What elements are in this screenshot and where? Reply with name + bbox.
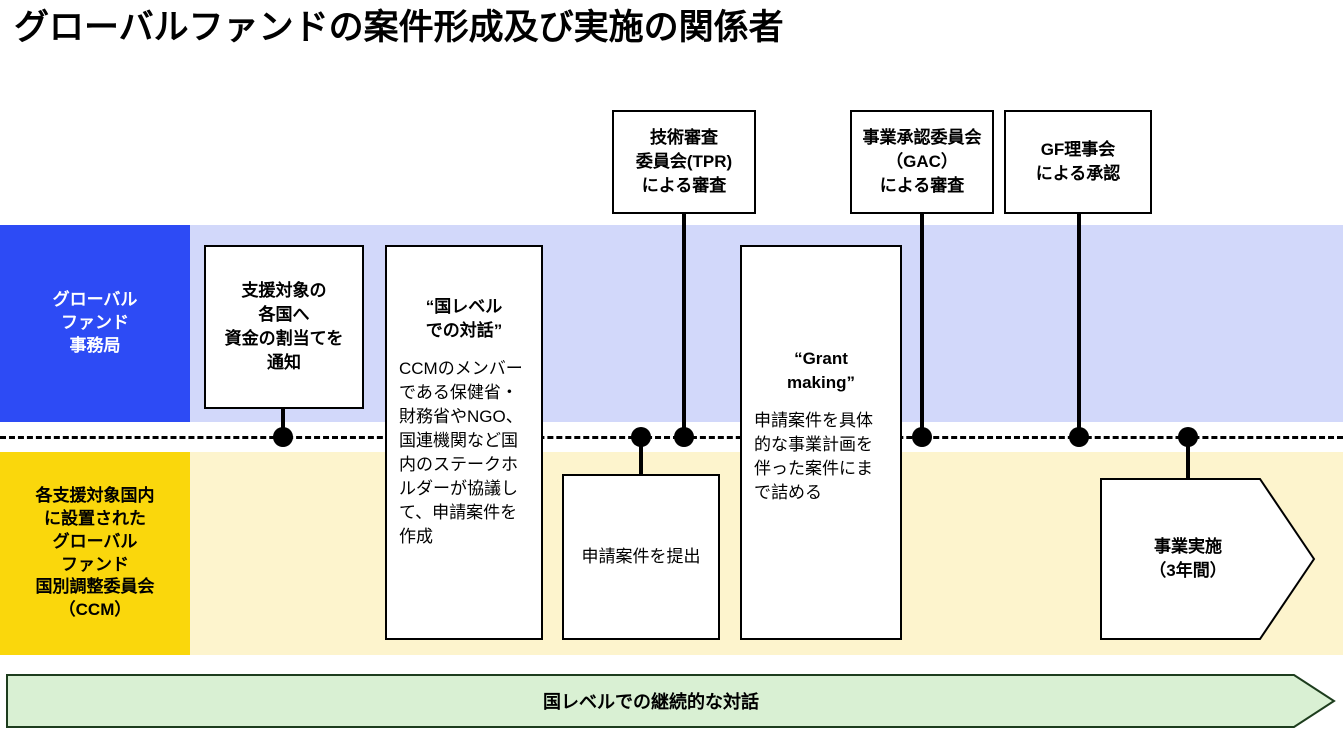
box-allocation-notification[interactable]: 支援対象の 各国へ 資金の割当てを 通知 [204, 245, 364, 409]
country-dialogue-title-line-1: “国レベル [425, 297, 503, 316]
upper-swimlane-band [0, 225, 1343, 422]
lane-ccm-line-1: 各支援対象国内 [35, 485, 155, 505]
allocation-line-3: 資金の割当てを [224, 329, 344, 348]
connector-allocation-to-divider [281, 409, 285, 437]
lane-gf-line-3: 事務局 [69, 335, 121, 355]
connector-tpr-to-divider [682, 214, 686, 437]
connector-submit-to-divider [639, 437, 643, 474]
junction-node-gfboard [1069, 427, 1089, 447]
gfb-line-1: GF理事会 [1040, 140, 1116, 160]
box-grant-making[interactable]: “Grant making” 申請案件を具体的な事業計画を伴った案件にまで詰める [740, 245, 902, 640]
lane-ccm-line-4: ファンド [61, 554, 129, 574]
connector-gfboard-to-divider [1077, 214, 1081, 437]
country-dialogue-body: CCMのメンバーである保健省・財務省やNGO、国連機関など国内のステークホルダー… [399, 358, 523, 547]
junction-node-allocation [273, 427, 293, 447]
grant-making-title-line-2: making” [786, 372, 856, 392]
junction-node-tpr [674, 427, 694, 447]
connector-implementation-to-divider [1186, 437, 1190, 478]
gac-line-3: による審査 [879, 175, 965, 195]
box-submit-application[interactable]: 申請案件を提出 [562, 474, 720, 640]
lane-divider-dashed [0, 436, 1343, 439]
box-grant-approval-committee[interactable]: 事業承認委員会 （GAC） による審査 [850, 110, 994, 214]
gac-line-1: 事業承認委員会 [862, 128, 982, 148]
grant-making-title-line-1: “Grant [794, 349, 848, 368]
gfb-line-2: による承認 [1035, 164, 1121, 183]
tpr-line-1: 技術審査 [649, 128, 718, 148]
banner-continuous-dialogue[interactable]: 国レベルでの継続的な対話 [6, 674, 1336, 728]
grant-making-body: 申請案件を具体的な事業計画を伴った案件にまで詰める [754, 410, 873, 502]
lane-ccm-line-3: グローバル [52, 531, 138, 551]
allocation-line-4: 通知 [266, 352, 301, 372]
submit-application-label: 申請案件を提出 [581, 547, 701, 567]
shape-implementation-chevron[interactable]: 事業実施 （3年間） [1100, 478, 1316, 640]
implementation-line-2: （3年間） [1149, 561, 1227, 580]
box-gf-board-approval[interactable]: GF理事会 による承認 [1004, 110, 1152, 214]
lane-ccm-line-5: 国別調整委員会 [35, 577, 155, 597]
chevron-outline-icon [1100, 478, 1316, 640]
allocation-line-1: 支援対象の [241, 281, 327, 301]
lane-gf-line-2: ファンド [61, 313, 129, 333]
lane-label-global-fund-secretariat: グローバル ファンド 事務局 [0, 225, 190, 422]
page-title: グローバルファンドの案件形成及び実施の関係者 [14, 8, 784, 47]
gac-line-2: （GAC） [886, 152, 958, 172]
banner-label: 国レベルでの継続的な対話 [543, 692, 759, 712]
lane-ccm-line-6: （CCM） [58, 600, 132, 620]
implementation-line-1: 事業実施 [1154, 537, 1222, 557]
lane-gf-line-1: グローバル [52, 290, 138, 310]
country-dialogue-title-line-2: での対話” [425, 320, 503, 340]
allocation-line-2: 各国へ [258, 305, 310, 325]
connector-gac-to-divider [920, 214, 924, 437]
tpr-line-3: による審査 [641, 175, 727, 195]
junction-node-implementation [1178, 427, 1198, 447]
junction-node-submit [631, 427, 651, 447]
box-technical-review-panel[interactable]: 技術審査 委員会(TPR) による審査 [612, 110, 756, 214]
lane-ccm-line-2: に設置された [44, 508, 146, 528]
box-country-dialogue[interactable]: “国レベル での対話” CCMのメンバーである保健省・財務省やNGO、国連機関な… [385, 245, 543, 640]
implementation-label: 事業実施 （3年間） [1100, 478, 1276, 640]
junction-node-gac [912, 427, 932, 447]
banner-chevron-icon [6, 674, 1336, 728]
tpr-line-2: 委員会(TPR) [635, 152, 733, 172]
lane-label-ccm: 各支援対象国内 に設置された グローバル ファンド 国別調整委員会 （CCM） [0, 452, 190, 655]
